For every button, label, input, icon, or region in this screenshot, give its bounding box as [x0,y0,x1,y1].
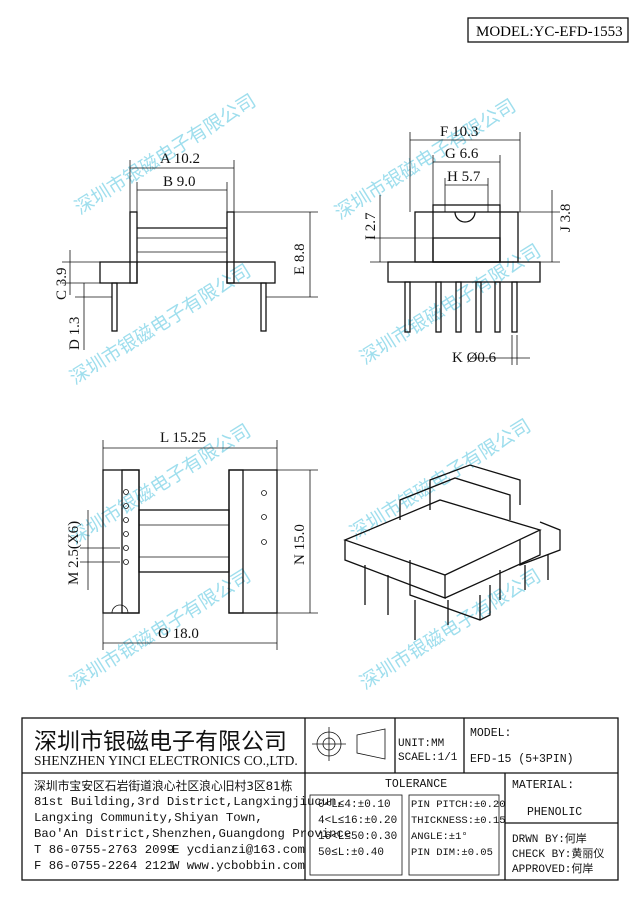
front-view: A 10.2 B 9.0 E 8.8 C 3.9 D 1.3 [54,151,318,350]
company-name-en: SHENZHEN YINCI ELECTRONICS CO.,LTD. [34,753,298,768]
unit: UNIT:MM [398,738,445,750]
dim-l: L 15.25 [160,430,206,446]
dim-n: N 15.0 [292,524,308,565]
fax: F 86-0755-2264 2121 [34,859,175,873]
dim-j: J 3.8 [558,204,574,232]
address-line-1: 81st Building,3rd District,Langxingjiucu… [34,795,344,809]
scale: SCAEL:1/1 [398,752,458,764]
company-name-cn: 深圳市银磁电子有限公司 [34,729,287,755]
material-label: MATERIAL: [512,779,575,792]
watermark: 深圳市银磁电子有限公司 [356,565,545,694]
email-link[interactable]: E ycdianzi@163.com [172,843,305,857]
isometric-view [343,464,561,640]
tolerance-row: ANGLE:±1° [411,831,468,843]
tolerance-row: PIN PITCH:±0.20 [411,799,506,811]
title-block-frame [21,717,619,881]
dim-b: B 9.0 [163,174,196,190]
dim-g: G 6.6 [445,146,479,162]
watermark: 深圳市银磁电子有限公司 [346,415,535,544]
tolerance-row: THICKNESS:±0.15 [411,815,506,827]
tolerance-row: PIN DIM:±0.05 [411,847,493,859]
address-cn: 深圳市宝安区石岩街道浪心社区浪心旧村3区81栋 [34,779,293,793]
dim-h: H 5.7 [447,169,481,185]
approved-by: APPROVED:何岸 [512,864,594,876]
pins [404,281,518,333]
telephone: T 86-0755-2763 2099 [34,843,175,857]
side-view: F 10.3 G 6.6 H 5.7 I 2.7 J 3.8 K Ø0.6 [363,124,574,366]
model-value: EFD-15 (5+3PIN) [470,753,574,766]
tolerance-row: 50≤L:±0.40 [318,847,385,859]
dim-a: A 10.2 [160,151,200,167]
tolerance-row: 0<L≤4:±0.10 [318,799,391,811]
address-line-3: Bao'An District,Shenzhen,Guangdong Provi… [34,827,352,841]
dim-f: F 10.3 [440,124,478,140]
website-link[interactable]: W www.ycbobbin.com [172,859,305,873]
header-model: MODEL:YC-EFD-1553 [476,24,623,40]
address-line-2: Langxing Community,Shiyan Town, [34,811,263,825]
dim-i: I 2.7 [363,212,379,240]
dim-k: K Ø0.6 [452,350,497,366]
material-value: PHENOLIC [527,806,583,819]
dim-c: C 3.9 [54,267,70,300]
tolerance-row: 16<L≤50:0.30 [318,831,398,843]
pin-holes [111,489,267,614]
dim-o: O 18.0 [158,626,199,642]
drawn-by: DRWN BY:何岸 [512,834,587,846]
checked-by: CHECK BY:黄丽仪 [512,849,605,861]
tolerance-title: TOLERANCE [385,778,448,791]
model-label: MODEL: [470,727,512,740]
top-view: L 15.25 O 18.0 N 15.0 M 2.5(X6) [66,430,318,650]
dim-d: D 1.3 [67,317,83,350]
dim-e: E 8.8 [292,243,308,275]
dim-m: M 2.5(X6) [66,521,82,585]
tolerance-row: 4<L≤16:±0.20 [318,815,398,827]
